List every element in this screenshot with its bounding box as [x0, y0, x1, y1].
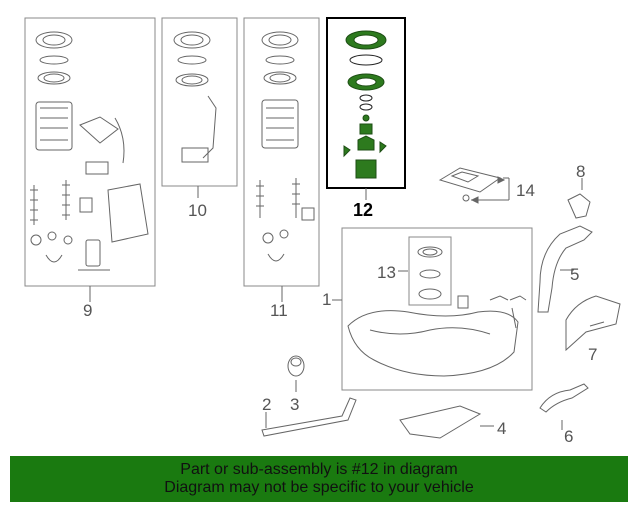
callout-1: 1: [322, 290, 331, 309]
banner-line-1: Part or sub-assembly is #12 in diagram: [180, 461, 458, 478]
callout-12: 12: [353, 200, 373, 220]
callout-4: 4: [497, 419, 506, 438]
part-3[interactable]: [287, 355, 305, 392]
callout-11: 11: [270, 301, 288, 320]
part-4[interactable]: [399, 405, 494, 439]
assembly-box-9[interactable]: [24, 17, 156, 287]
info-banner: Part or sub-assembly is #12 in diagram D…: [10, 456, 628, 502]
callout-7: 7: [588, 345, 597, 364]
fuel-tank-box-1[interactable]: [341, 227, 533, 391]
assembly-box-11[interactable]: [243, 17, 320, 287]
callout-13: 13: [377, 263, 396, 282]
part-5[interactable]: [537, 225, 593, 313]
callout-10: 10: [188, 201, 207, 220]
callout-2: 2: [262, 395, 271, 414]
part-14[interactable]: [438, 167, 510, 204]
banner-line-2: Diagram may not be specific to your vehi…: [164, 479, 474, 496]
parts-diagram: 9 10 11 12 14 8 13 1 5 7 3 2 4 6: [24, 17, 621, 446]
part-7[interactable]: [565, 295, 621, 352]
part-6[interactable]: [539, 383, 589, 430]
callout-5: 5: [570, 265, 579, 284]
part-8[interactable]: [567, 178, 591, 219]
assembly-box-12[interactable]: [326, 17, 406, 189]
callout-3: 3: [290, 395, 299, 414]
callout-14: 14: [516, 181, 535, 200]
callout-8: 8: [576, 162, 585, 181]
assembly-box-10[interactable]: [161, 17, 238, 187]
callout-9: 9: [83, 301, 92, 320]
part-2[interactable]: [261, 397, 357, 437]
callout-6: 6: [564, 427, 573, 446]
